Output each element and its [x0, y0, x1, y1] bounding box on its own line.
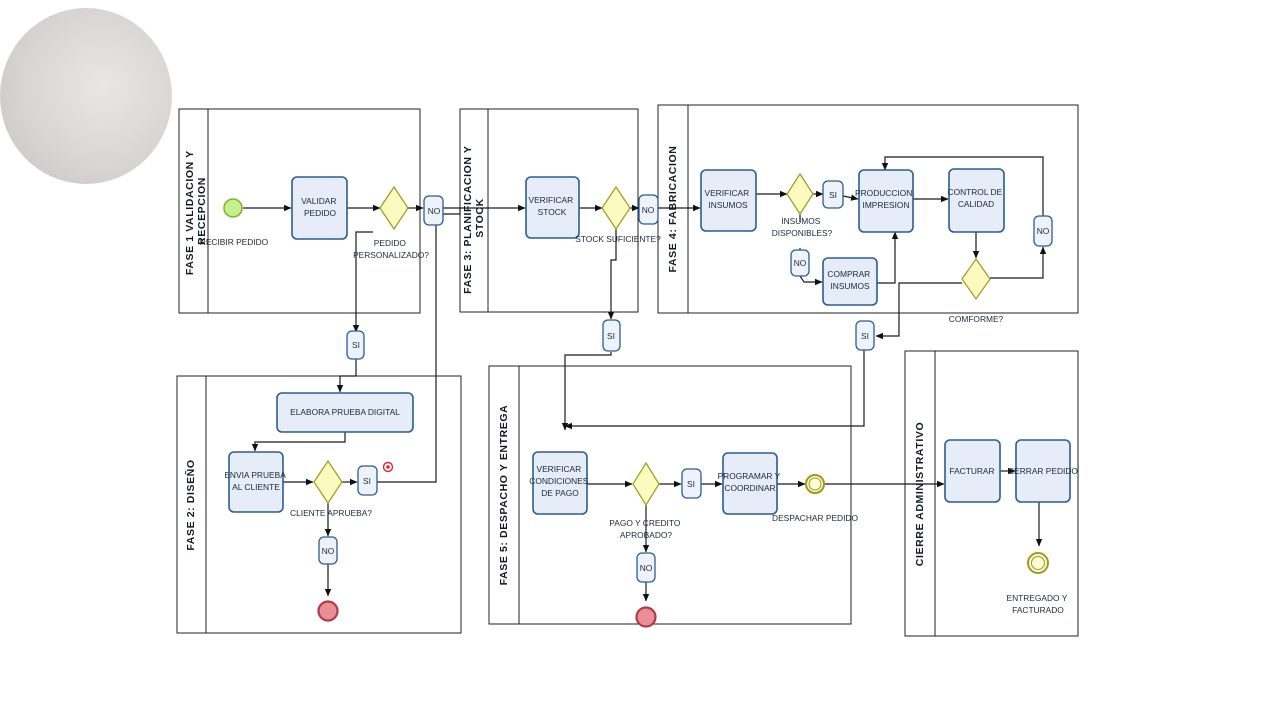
lane-title-fase-3: FASE 3: PLANIFICACION Y STOCK: [462, 142, 486, 294]
svg-text:SI: SI: [687, 479, 695, 489]
svg-text:ELABORA PRUEBA DIGITAL: ELABORA PRUEBA DIGITAL: [290, 407, 400, 417]
connector-si-conforme[interactable]: SI: [855, 320, 875, 351]
svg-text:NO: NO: [794, 258, 807, 268]
lane-title-fase-1: FASE 1 VALIDACION Y RECEPCION: [184, 147, 208, 275]
label-recibir-pedido: RECIBIR PEDIDO: [200, 237, 269, 247]
lane-fase-4: FASE 4: FABRICACION: [657, 104, 1079, 314]
label-pago-credito: PAGO Y CREDITO APROBADO?: [609, 518, 682, 540]
connector-no-fase1[interactable]: NO: [423, 195, 444, 226]
svg-text:NO: NO: [640, 563, 653, 573]
start-event[interactable]: [223, 198, 243, 218]
cursor-pointer-dot: [386, 465, 390, 469]
task-control-calidad[interactable]: CONTROL DE CALIDAD: [948, 168, 1005, 233]
task-validar-pedido[interactable]: VALIDAR PEDIDO: [291, 176, 348, 240]
connector-no-stock[interactable]: NO: [638, 194, 659, 225]
connector-no-insumos[interactable]: NO: [790, 249, 810, 277]
lane-fase-2: FASE 2: DISEÑO: [176, 375, 462, 634]
svg-text:VERIFICAR INSUMOS: VERIFICAR INSUMOS: [704, 188, 751, 210]
label-despachar-pedido: DESPACHAR PEDIDO: [772, 513, 858, 523]
lane-fase-1: FASE 1 VALIDACION Y RECEPCION: [178, 108, 421, 314]
label-entregado-facturado: ENTREGADO Y FACTURADO: [1007, 593, 1070, 615]
task-verificar-stock[interactable]: VERIFICAR STOCK: [525, 176, 580, 239]
task-cerrar-pedido[interactable]: CERRAR PEDIDO: [1008, 439, 1078, 503]
label-cliente-aprueba: CLIENTE APRUEBA?: [290, 508, 372, 518]
svg-text:NO: NO: [322, 546, 335, 556]
svg-text:SI: SI: [352, 340, 360, 350]
task-facturar[interactable]: FACTURAR: [944, 439, 1001, 503]
gateway-pedido-personalizado[interactable]: [379, 185, 409, 231]
svg-text:CONTROL DE CALIDAD: CONTROL DE CALIDAD: [948, 187, 1005, 209]
svg-text:FACTURAR: FACTURAR: [949, 466, 994, 476]
connector-si-stock[interactable]: SI: [602, 319, 621, 352]
svg-text:COMPRAR INSUMOS: COMPRAR INSUMOS: [827, 269, 872, 291]
connector-si-pago[interactable]: SI: [681, 468, 702, 499]
task-programar-coordinar[interactable]: PROGRAMAR Y COORDINAR: [718, 452, 783, 515]
task-verificar-condiciones-pago[interactable]: VERIFICAR CONDICIONES DE PAGO: [529, 451, 590, 515]
presenter-webcam: [0, 8, 172, 184]
lane-cierre: CIERRE ADMINISTRATIVO: [904, 350, 1079, 637]
svg-text:VALIDAR PEDIDO: VALIDAR PEDIDO: [301, 196, 339, 218]
svg-text:SI: SI: [829, 190, 837, 200]
svg-text:PROGRAMAR Y COORDINAR: PROGRAMAR Y COORDINAR: [718, 471, 783, 493]
svg-text:SI: SI: [363, 476, 371, 486]
svg-text:CERRAR PEDIDO: CERRAR PEDIDO: [1008, 466, 1078, 476]
end-event-pago[interactable]: [635, 606, 657, 628]
connector-si-insumos[interactable]: SI: [822, 180, 844, 209]
cursor-pointer-ring: [382, 461, 394, 473]
intermediate-event-entregado[interactable]: [1027, 552, 1049, 574]
task-elabora-prueba-digital[interactable]: ELABORA PRUEBA DIGITAL: [276, 392, 414, 433]
task-comprar-insumos[interactable]: COMPRAR INSUMOS: [822, 257, 878, 306]
lane-title-fase-4: FASE 4: FABRICACION: [667, 146, 679, 273]
svg-text:NO: NO: [428, 206, 441, 216]
svg-text:NO: NO: [642, 205, 655, 215]
task-produccion-impresion[interactable]: PRODUCCION: IMPRESION: [855, 169, 917, 233]
gateway-stock-suficiente[interactable]: [601, 185, 631, 231]
label-conforme: COMFORME?: [949, 314, 1004, 324]
label-insumos-disponibles: INSUMOS DISPONIBLES?: [772, 216, 833, 238]
svg-text:SI: SI: [861, 331, 869, 341]
connector-no-cliente[interactable]: NO: [318, 536, 338, 565]
svg-text:SI: SI: [607, 331, 615, 341]
label-stock-suficiente: STOCK SUFICIENTE?: [575, 234, 661, 244]
gateway-insumos-disponibles[interactable]: [786, 172, 814, 216]
svg-text:ENVIA PRUEBA AL CLIENTE: ENVIA PRUEBA AL CLIENTE: [224, 470, 287, 492]
intermediate-event-despachar[interactable]: [805, 474, 825, 494]
lane-title-cierre: CIERRE ADMINISTRATIVO: [914, 422, 926, 566]
end-event-diseno[interactable]: [317, 600, 339, 622]
lane-title-fase-5: FASE 5: DESPACHO Y ENTREGA: [498, 405, 510, 586]
lane-fase-5: FASE 5: DESPACHO Y ENTREGA: [488, 365, 852, 625]
gateway-cliente-aprueba[interactable]: [313, 459, 343, 505]
lane-title-fase-2: FASE 2: DISEÑO: [184, 459, 197, 550]
task-verificar-insumos[interactable]: VERIFICAR INSUMOS: [700, 169, 757, 232]
svg-text:VERIFICAR STOCK: VERIFICAR STOCK: [528, 195, 575, 217]
svg-text:PRODUCCION: IMPRESION: PRODUCCION: IMPRESION: [855, 188, 917, 210]
sequence-flows: [243, 156, 1047, 602]
connector-no-calidad[interactable]: NO: [1033, 215, 1053, 247]
svg-text:NO: NO: [1037, 226, 1050, 236]
label-pedido-personalizado: PEDIDO PERSONALIZADO?: [353, 238, 429, 260]
connector-si-cliente[interactable]: SI: [357, 465, 378, 496]
gateway-conforme[interactable]: [961, 257, 991, 301]
connector-no-pago[interactable]: NO: [636, 552, 656, 583]
connector-si-personalizado[interactable]: SI: [346, 330, 365, 360]
gateway-pago-credito[interactable]: [632, 461, 660, 507]
svg-text:VERIFICAR CONDICIONES: VERIFICAR CONDICIONES DE PAGO: [529, 464, 590, 498]
task-envia-prueba[interactable]: ENVIA PRUEBA AL CLIENTE: [224, 451, 287, 513]
